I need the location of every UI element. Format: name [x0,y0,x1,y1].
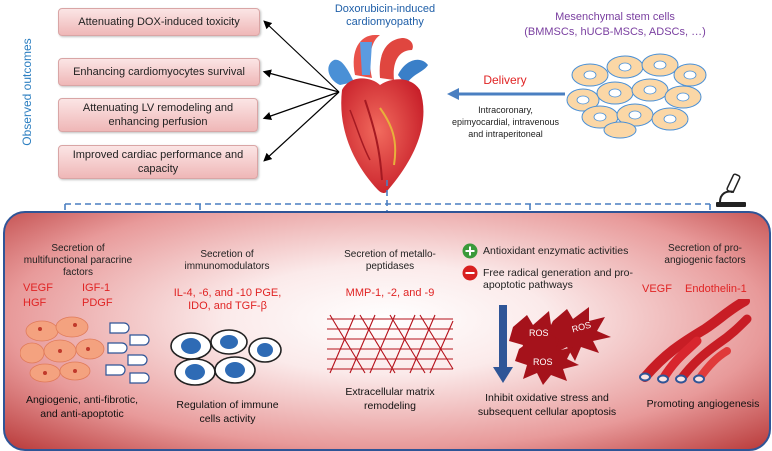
delivery-label: Delivery [483,73,527,87]
minus-icon [462,265,478,281]
outcome-box-4: Improved cardiac performance and capacit… [58,145,258,179]
col1-factor-hgf: HGF [23,297,47,309]
mechanisms-panel: Secretion of multifunctional paracrine f… [3,211,771,451]
msc-subtitle: (BMMSCs, hUCB-MSCs, ADSCs, …) [524,26,706,38]
ros-illustration: ROS ROS ROS [493,305,611,385]
delivery-arrow [447,88,565,100]
col2-caption: Regulation of immune cells activity [176,399,279,425]
blood-vessels-illustration [639,299,752,384]
outcome-arrows [262,20,340,162]
outcome-box-1: Attenuating DOX-induced toxicity [58,8,260,36]
plus-icon [462,243,478,259]
msc-title: Mesenchymal stem cells [555,11,675,23]
ros-label-1: ROS [529,328,549,338]
immune-cells-illustration [170,329,282,386]
observed-outcomes-label: Observed outcomes [20,38,34,146]
col5-factor-vegf: VEGF [642,283,672,295]
col1-factor-igf1: IGF-1 [82,282,111,294]
col5-title: Secretion of pro-angiogenic factors [664,243,746,266]
col3-caption: Extracellular matrix remodeling [345,386,435,412]
heart-title: Doxorubicin-induced cardiomyopathy [334,3,436,28]
col1-caption: Angiogenic, anti-fibrotic, and anti-apop… [25,394,139,420]
microscope-icon [716,173,746,207]
paracrine-cells-illustration [20,316,150,384]
outcome-box-3: Attenuating LV remodeling and enhancing … [58,98,258,132]
heart-illustration [328,35,428,193]
col4-antioxidant-text: Antioxidant enzymatic activities [483,245,629,257]
col1-title: Secretion of multifunctional paracrine f… [23,243,133,278]
col5-factor-endothelin: Endothelin-1 [685,283,747,295]
col1-factor-vegf: VEGF [23,282,53,294]
col2-title: Secretion of immunomodulators [184,249,270,272]
col5-caption: Promoting angiogenesis [646,398,760,410]
col4-free-radical-text: Free radical generation and pro-apoptoti… [483,267,634,291]
extracellular-matrix-illustration [327,314,454,374]
delivery-routes: Intracoronary, epimyocardial, intravenou… [451,105,560,139]
col1-factor-pdgf: PDGF [82,297,113,309]
col4-caption: Inhibit oxidative stress and subsequent … [477,392,617,418]
outcome-box-2: Enhancing cardiomyocytes survival [58,58,260,86]
col3-title: Secretion of metallo-peptidases [344,249,436,272]
msc-cell-cluster [566,53,707,139]
ros-label-3: ROS [533,357,553,367]
col3-factors: MMP-1, -2, and -9 [345,287,435,299]
col2-factors: IL-4, -6, and -10 PGE, IDO, and TGF-β [173,287,282,312]
ros-label-2: ROS [571,320,592,335]
